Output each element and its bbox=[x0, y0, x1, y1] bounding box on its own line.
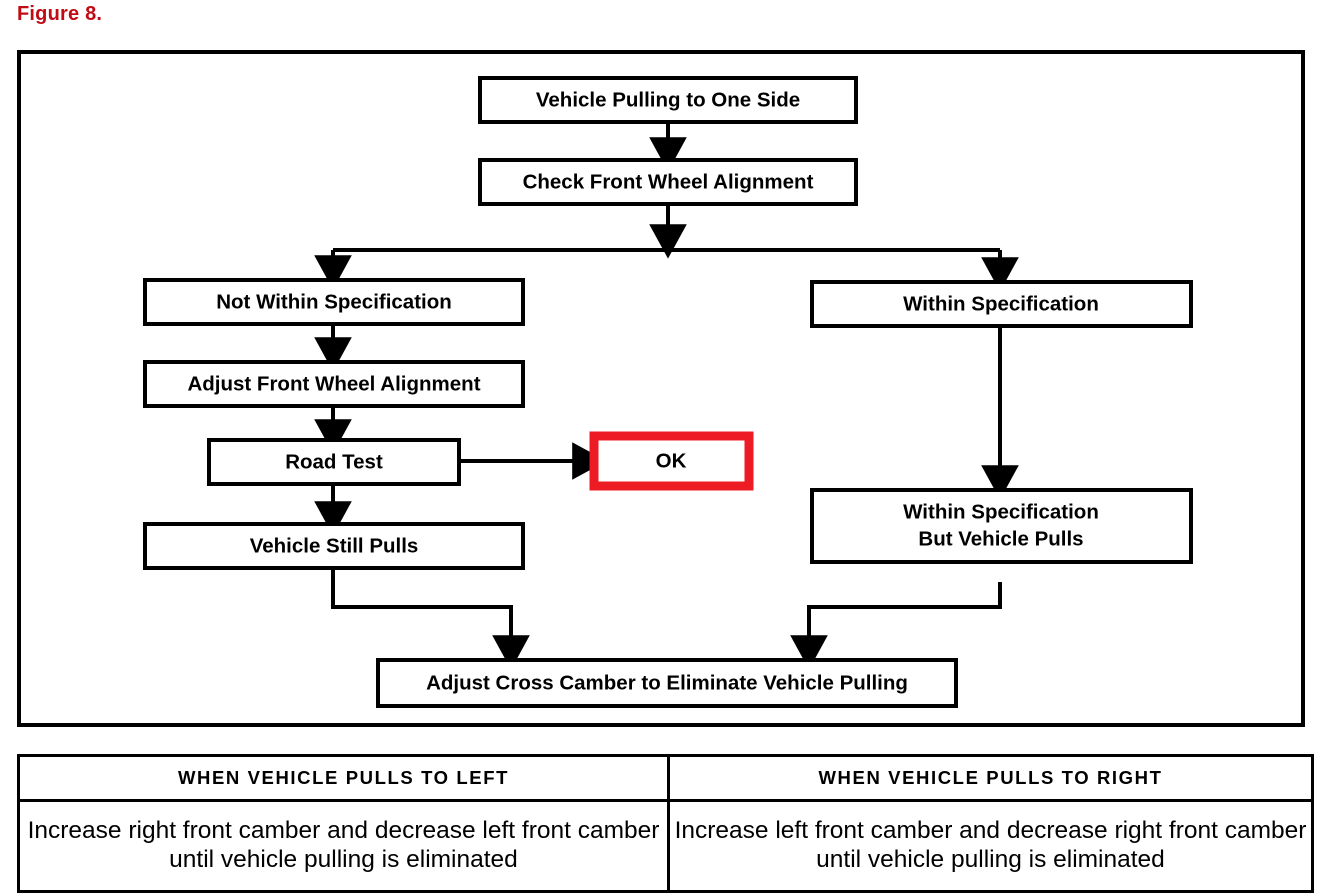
table-header-row: WHEN VEHICLE PULLS TO LEFT WHEN VEHICLE … bbox=[17, 754, 1314, 802]
table-cell-left-instruction: Increase right front camber and decrease… bbox=[17, 799, 670, 893]
node-label-not-within-spec: Not Within Specification bbox=[216, 290, 452, 313]
node-label-vehicle-still-pulls: Vehicle Still Pulls bbox=[250, 534, 419, 557]
node-ok: OK bbox=[589, 431, 754, 491]
node-not-within-specification: Not Within Specification bbox=[143, 278, 525, 326]
node-road-test: Road Test bbox=[207, 438, 461, 486]
flow-connectors bbox=[314, 122, 1019, 670]
camber-correction-table-wrap: WHEN VEHICLE PULLS TO LEFT WHEN VEHICLE … bbox=[17, 754, 1314, 893]
table-header-right: WHEN VEHICLE PULLS TO RIGHT bbox=[667, 754, 1314, 802]
node-adjust-front-wheel-alignment: Adjust Front Wheel Alignment bbox=[143, 360, 525, 408]
camber-correction-table: WHEN VEHICLE PULLS TO LEFT WHEN VEHICLE … bbox=[17, 754, 1314, 893]
node-within-specification: Within Specification bbox=[810, 280, 1193, 328]
figure-label: Figure 8. bbox=[17, 3, 103, 25]
table-row: Increase right front camber and decrease… bbox=[17, 799, 1314, 893]
node-label-within-spec: Within Specification bbox=[903, 292, 1099, 315]
node-vehicle-still-pulls: Vehicle Still Pulls bbox=[143, 522, 525, 570]
edge-butpulls-to-bottom bbox=[790, 582, 1002, 670]
node-label-adjust-cross-camber: Adjust Cross Camber to Eliminate Vehicle… bbox=[426, 671, 908, 694]
node-check-front-wheel-alignment: Check Front Wheel Alignment bbox=[478, 158, 858, 206]
node-label-ok: OK bbox=[656, 449, 687, 472]
table-cell-right-instruction: Increase left front camber and decrease … bbox=[667, 799, 1314, 893]
flowchart-frame: Vehicle Pulling to One Side Check Front … bbox=[17, 50, 1305, 727]
node-label-adjust-alignment: Adjust Front Wheel Alignment bbox=[187, 372, 480, 395]
node-adjust-cross-camber: Adjust Cross Camber to Eliminate Vehicle… bbox=[376, 658, 958, 708]
node-label-check: Check Front Wheel Alignment bbox=[523, 170, 814, 193]
node-label-within-spec-but-pulls-line1: Within Specification bbox=[903, 500, 1099, 523]
node-label-within-spec-but-pulls-line2: But Vehicle Pulls bbox=[918, 527, 1083, 550]
edge-stillpulls-to-bottom bbox=[331, 568, 530, 670]
node-within-specification-but-vehicle-pulls: Within Specification But Vehicle Pulls bbox=[810, 488, 1193, 564]
flowchart-svg: Vehicle Pulling to One Side Check Front … bbox=[143, 76, 1193, 708]
table-header-left: WHEN VEHICLE PULLS TO LEFT bbox=[17, 754, 670, 802]
node-label-start: Vehicle Pulling to One Side bbox=[536, 88, 800, 111]
node-label-road-test: Road Test bbox=[285, 450, 383, 473]
node-vehicle-pulling-to-one-side: Vehicle Pulling to One Side bbox=[478, 76, 858, 124]
